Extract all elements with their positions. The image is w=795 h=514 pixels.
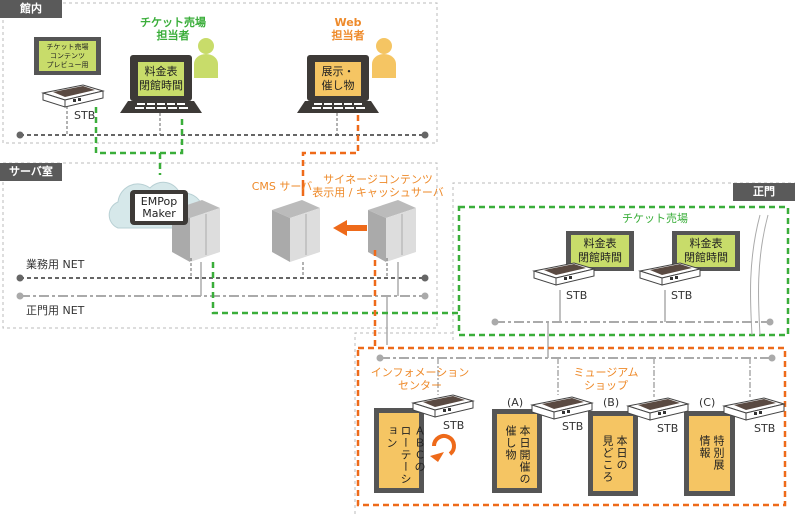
screen-line: チケット売場	[46, 42, 89, 51]
screen-line: 特別展	[712, 435, 725, 471]
label-line: チケット売場	[140, 16, 206, 29]
label-line: ショップ	[583, 379, 628, 392]
screen-line: コンテンツ	[50, 51, 85, 60]
ticket-monitor-screen: 料金表閉館時間	[677, 235, 735, 267]
label-line: 担当者	[331, 29, 365, 42]
screen-line: 展示・	[321, 65, 355, 78]
screen-line: 本日開催の	[518, 425, 531, 485]
screen-line: 催し物	[321, 79, 355, 92]
signage-screen-c: 特別展情報	[697, 435, 725, 490]
server-icon	[271, 199, 321, 263]
screen-line: 料金表	[583, 237, 617, 250]
screen-line: 閉館時間	[139, 79, 183, 92]
laptop-icon	[120, 55, 202, 113]
label-line: 表示用 / キャッシュサーバ	[312, 186, 444, 199]
screen-line: ＡＢＣの	[413, 425, 426, 473]
stb-label: STB	[562, 420, 584, 433]
cache-server-label: サイネージコンテンツ表示用 / キャッシュサーバ	[312, 173, 444, 199]
web-laptop-screen: 展示・催し物	[315, 62, 361, 96]
label-line: ミュージアム	[573, 366, 639, 379]
screen-line: EMPop	[140, 194, 178, 208]
signage-tag-a: (A)	[507, 396, 524, 409]
business-net-label: 業務用 NET	[26, 258, 85, 271]
cms-server-label: CMS サーバ	[251, 180, 313, 193]
arrow-left-icon	[333, 220, 367, 236]
signage-tag-b: (B)	[603, 396, 620, 409]
screen-line: プレビュー用	[46, 60, 89, 69]
screen-line: 閉館時間	[684, 251, 728, 264]
zone-tag-main-gate: 正門	[733, 183, 795, 201]
server-room-zone	[2, 162, 438, 329]
screen-line: Maker	[142, 206, 176, 220]
screen-line: 情報	[698, 435, 711, 459]
ticket-area-label: チケット売場	[622, 212, 688, 225]
screen-line: 見どころ	[601, 435, 614, 483]
zone-tag-hall: 館内	[0, 0, 62, 18]
ticket-area-zone	[457, 205, 790, 337]
ticket-laptop-screen: 料金表閉館時間	[138, 62, 184, 96]
rotate-icon	[430, 434, 456, 462]
screen-line: ローテーション	[385, 425, 412, 485]
screen-line: 閉館時間	[578, 251, 622, 264]
label-line: 担当者	[156, 29, 190, 42]
hall-zone	[2, 2, 438, 144]
gate-net-label: 正門用 NET	[26, 304, 85, 317]
signage-area-zone	[356, 346, 787, 507]
signage-screen-rotation: ＡＢＣのローテーション	[384, 425, 426, 485]
person-icon	[372, 38, 396, 78]
screen-line: 催し物	[504, 425, 517, 461]
stb-icon	[42, 84, 104, 108]
stb-label: STB	[566, 289, 588, 302]
ticket-staff-label: チケット売場担当者	[140, 16, 206, 42]
stb-label: STB	[74, 109, 96, 122]
label-line: Web	[334, 16, 362, 29]
screen-line: 料金表	[689, 237, 723, 250]
screen-line: 本日の	[615, 435, 628, 471]
zone-tag-server-room: サーバ室	[0, 163, 62, 181]
label-line: インフォメーション	[370, 366, 470, 379]
signage-screen-a: 本日開催の催し物	[503, 425, 531, 485]
stb-label: STB	[657, 422, 679, 435]
stb-label: STB	[671, 289, 693, 302]
laptop-icon	[297, 55, 379, 113]
label-line: サイネージコンテンツ	[323, 173, 433, 186]
preview-monitor-screen: チケット売場 コンテンツ プレビュー用	[39, 41, 96, 71]
ticket-content-path	[94, 107, 460, 315]
stb-label: STB	[754, 422, 776, 435]
signage-tag-c: (C)	[699, 396, 716, 409]
main-gate-zone	[354, 182, 795, 514]
screen-line: 料金表	[144, 65, 178, 78]
museum-shop-label: ミュージアムショップ	[573, 366, 638, 392]
signage-content-path	[301, 115, 377, 348]
ticket-monitor-screen: 料金表閉館時間	[571, 235, 629, 267]
stb-label: STB	[443, 419, 465, 432]
signage-screen-b: 本日の見どころ	[600, 435, 628, 490]
label-line: センター	[397, 379, 442, 392]
info-center-label: インフォメーションセンター	[371, 366, 469, 392]
person-icon	[194, 38, 218, 78]
